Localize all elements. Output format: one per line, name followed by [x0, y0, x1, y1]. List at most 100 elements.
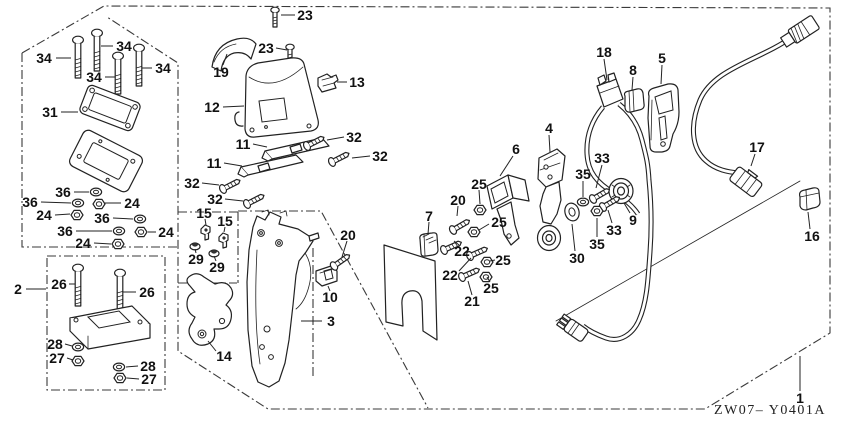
part-number-label: 2: [14, 281, 22, 297]
part-number-label: 15: [217, 213, 233, 229]
label-leader-line: [222, 105, 245, 108]
label-leader-line: [607, 209, 613, 224]
mount-bracket-3: [246, 209, 320, 388]
cable-connector-top: [780, 15, 820, 48]
part-number-label: 21: [464, 293, 480, 309]
button-8: [623, 88, 645, 113]
label-leader-line: [93, 242, 112, 245]
part-number-label: 10: [322, 289, 338, 305]
screw-23-group: [270, 6, 295, 65]
part-number-label: 17: [749, 139, 765, 155]
nut-35: [590, 205, 604, 217]
label-leader-line: [224, 198, 244, 202]
label-leader-line: [223, 162, 243, 167]
part-number-label: 34: [86, 69, 102, 85]
part-number-label: 28: [47, 336, 63, 352]
label-leader-line: [489, 259, 496, 262]
part-number-label: 32: [346, 129, 362, 145]
harness-cable-a: [690, 34, 794, 176]
part-number-label: 30: [569, 250, 585, 266]
label-leader-line: [204, 218, 207, 226]
part-number-label: 19: [213, 64, 229, 80]
label-leader-line: [478, 189, 481, 205]
label-leader-line: [427, 221, 430, 235]
label-leader-line: [548, 134, 551, 153]
bolt-34-group: [71, 28, 145, 95]
part-number-label: 36: [94, 210, 110, 226]
harness-cable-b: [581, 102, 654, 342]
label-leader-line: [453, 240, 460, 246]
label-leader-line: [222, 53, 228, 66]
part-number-label: 23: [258, 40, 274, 56]
label-leader-line: [603, 58, 608, 81]
label-leader-line: [807, 211, 811, 230]
connector-18: [596, 72, 624, 108]
label-leader-line: [595, 164, 603, 189]
label-leader-line: [499, 155, 514, 177]
part-number-label: 8: [629, 62, 637, 78]
label-leader-line: [125, 365, 139, 368]
part-number-label: 16: [804, 228, 820, 244]
part-number-label: 7: [425, 208, 433, 224]
part-number-label: 14: [216, 348, 232, 364]
part-number-label: 32: [184, 175, 200, 191]
part-number-label: 15: [196, 205, 212, 221]
diagram-code: ZW07– Y0401A: [714, 403, 826, 418]
mount-block: [69, 305, 151, 350]
part-number-label: 35: [575, 166, 591, 182]
control-lever-4: [536, 148, 566, 252]
part-number-label: 18: [596, 44, 612, 60]
part-number-label: 22: [454, 243, 470, 259]
label-leader-line: [486, 276, 491, 283]
part-number-label: 22: [442, 267, 458, 283]
bracket-14: [186, 273, 234, 346]
bolt-26-group: [71, 263, 127, 312]
part-number-label: 32: [372, 148, 388, 164]
part-number-label: 31: [42, 104, 58, 120]
part-number-label: 4: [545, 120, 553, 136]
cap-16: [798, 187, 821, 211]
label-leader-line: [112, 217, 134, 220]
boot-6: [486, 174, 530, 246]
part-number-label: 35: [589, 236, 605, 252]
cover-band-19: [211, 37, 257, 72]
part-number-label: 1: [796, 390, 804, 406]
part-number-label: 24: [36, 207, 52, 223]
part-number-label: 28: [140, 358, 156, 374]
part-number-label: 34: [155, 60, 171, 76]
label-leader-line: [458, 257, 472, 272]
label-leader-line: [623, 202, 631, 214]
assembly-leader-line: [555, 180, 801, 322]
label-leader-line: [631, 76, 634, 91]
part-number-label: 5: [658, 50, 666, 66]
part-number-label: 34: [36, 50, 52, 66]
part-number-label: 23: [297, 7, 313, 23]
label-leader-line: [40, 201, 72, 204]
base-plate: [68, 129, 144, 193]
label-leader-line: [456, 205, 459, 217]
panel-plate: [383, 244, 438, 341]
label-leader-line: [126, 377, 140, 380]
cap-7: [419, 232, 439, 257]
label-leader-line: [351, 155, 371, 159]
label-leader-line: [326, 136, 345, 141]
label-leader-line: [66, 357, 74, 361]
clamp-10: [315, 265, 338, 287]
part-number-label: 26: [139, 284, 155, 300]
grommet-30: [564, 202, 580, 222]
part-number-label: 24: [75, 235, 91, 251]
label-leader-line: [201, 182, 220, 186]
bracket-5: [647, 83, 680, 153]
part-number-label: 25: [491, 214, 507, 230]
gasket-plate-31: [79, 84, 141, 132]
part-number-label: 25: [495, 252, 511, 268]
part-number-label: 20: [450, 192, 466, 208]
part-number-label: 20: [340, 227, 356, 243]
part-number-label: 11: [236, 136, 251, 152]
part-number-label: 25: [471, 176, 487, 192]
assembly-boundary-lines: [21, 5, 831, 410]
label-leader-line: [213, 255, 217, 262]
label-leader-line: [327, 285, 331, 292]
label-leader-line: [54, 213, 71, 216]
